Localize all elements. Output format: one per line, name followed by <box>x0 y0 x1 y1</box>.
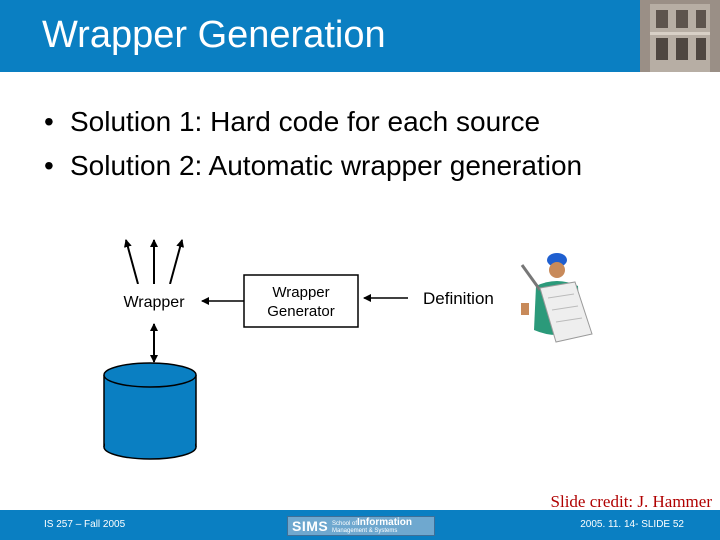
bullet-list: •Solution 1: Hard code for each source •… <box>44 100 582 188</box>
output-arrow-left <box>123 239 139 285</box>
slide-title: Wrapper Generation <box>42 14 386 56</box>
bullet-item: •Solution 1: Hard code for each source <box>44 106 541 137</box>
generator-label-line1: Wrapper <box>272 284 329 301</box>
definition-box: Definition <box>423 289 494 308</box>
output-arrow-right <box>169 239 185 285</box>
building-photo <box>640 0 720 72</box>
logo-subtext: School ofInformation Management & System… <box>332 517 413 535</box>
wrapper-box: Wrapper <box>112 284 196 318</box>
sims-logo: SIMS School ofInformation Management & S… <box>287 516 435 536</box>
database-cylinder <box>103 362 197 460</box>
generator-label-line2: Generator <box>267 303 335 320</box>
wrapper-generator-box: Wrapper Generator <box>243 274 359 328</box>
header-bar: Wrapper Generation <box>0 0 720 72</box>
wrapper-label: Wrapper <box>123 294 185 311</box>
footer-bar: IS 257 – Fall 2005 SIMS School ofInforma… <box>0 510 720 540</box>
bullet-text: Solution 1: Hard code for each source <box>70 106 541 137</box>
slide-credit: Slide credit: J. Hammer <box>550 492 712 511</box>
definition-label: Definition <box>423 289 494 308</box>
course-label: IS 257 – Fall 2005 <box>44 519 126 530</box>
bullet-text: Solution 2: Automatic wrapper generation <box>70 150 583 181</box>
bullet-item: •Solution 2: Automatic wrapper generatio… <box>44 150 583 181</box>
logo-main-text: SIMS <box>292 518 329 534</box>
slide-number: 2005. 11. 14- SLIDE 52 <box>580 519 684 530</box>
worker-clipart <box>520 253 593 343</box>
wrapper-diagram: Wrapper Wrapper Generator Definition <box>103 239 593 460</box>
